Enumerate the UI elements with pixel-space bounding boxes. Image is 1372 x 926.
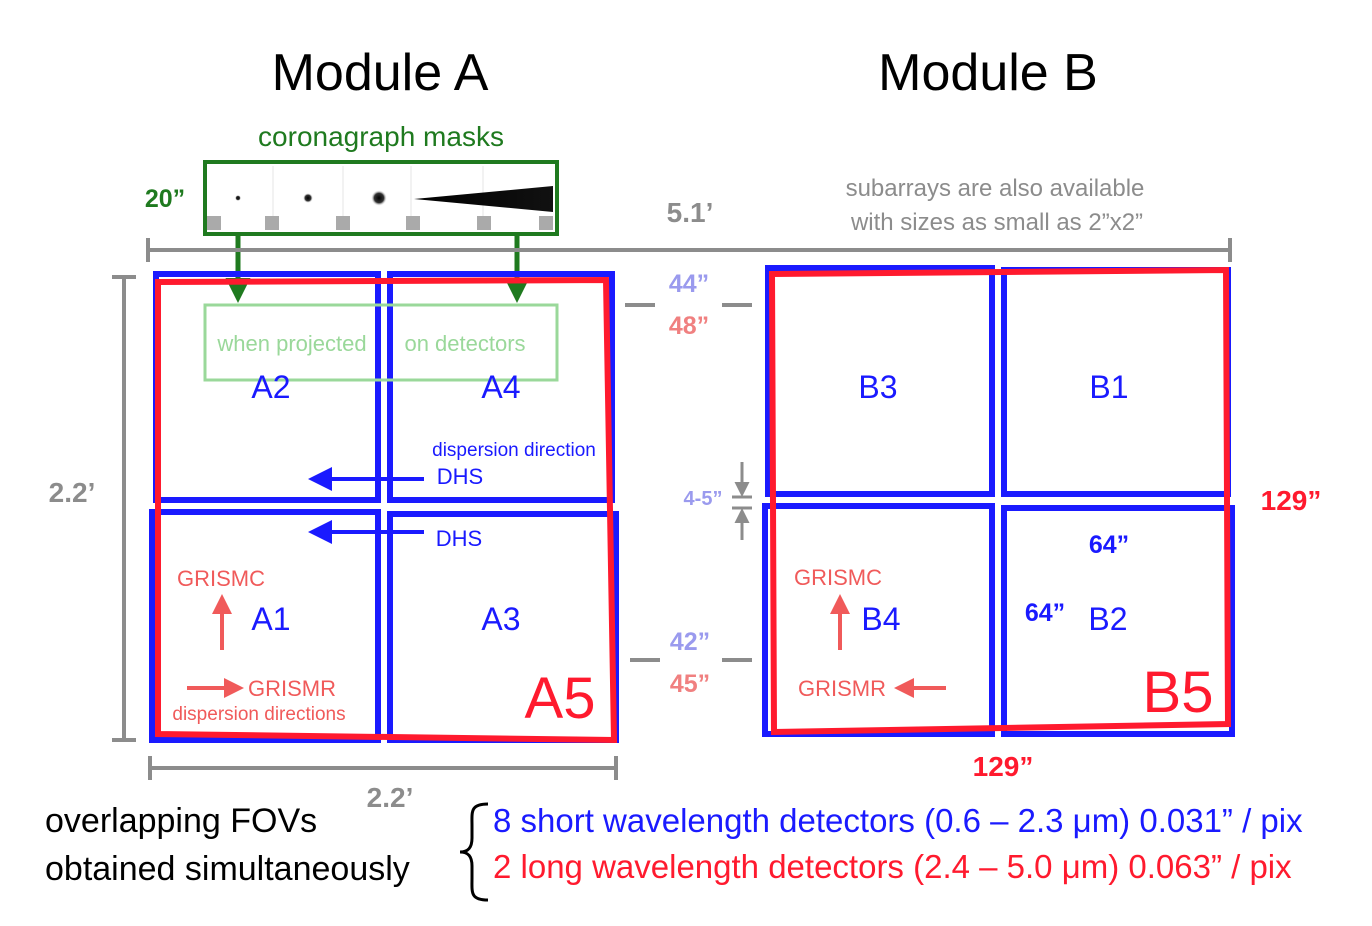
long-wave-legend: 2 long wavelength detectors (2.4 – 5.0 μ… — [493, 848, 1292, 885]
coronagraph-label: coronagraph masks — [258, 121, 504, 152]
detector-b5-label: B5 — [1143, 660, 1214, 725]
gap-bottom-lw-label: 45” — [670, 670, 710, 698]
module-a-short-wave-detectors — [149, 271, 619, 743]
sw-width-label: 64” — [1089, 531, 1129, 559]
detector-b4-label: B4 — [861, 601, 900, 637]
module-b-title: Module B — [878, 44, 1098, 102]
grismc-label-b: GRISMC — [794, 565, 882, 590]
detector-b2-frame — [1001, 505, 1235, 737]
legend-brace — [459, 802, 489, 902]
detector-a1-frame — [149, 509, 381, 743]
detector-a5-label: A5 — [525, 666, 596, 731]
lw-height-label: 129” — [1261, 485, 1322, 516]
detector-a2-label: A2 — [251, 369, 290, 405]
grismr-label-b: GRISMR — [798, 676, 886, 701]
coronagraph-mask-strip — [203, 160, 559, 236]
detector-gap-dimension — [732, 462, 752, 540]
module-a-title: Module A — [272, 44, 489, 102]
dispersion-directions-label: dispersion directions — [172, 704, 345, 725]
projected-label-1: when projected — [216, 331, 366, 356]
gap-top-sw-label: 44” — [669, 270, 709, 298]
module-a-height-label: 2.2’ — [49, 477, 96, 508]
gap-bottom-sw-label: 42” — [670, 628, 710, 656]
projection-arrows — [225, 236, 530, 303]
coronagraph-size-label: 20” — [145, 185, 185, 213]
detector-a1-label: A1 — [251, 601, 290, 637]
detector-b3-label: B3 — [858, 369, 897, 405]
lw-width-label: 129” — [973, 751, 1034, 782]
dispersion-direction-label: dispersion direction — [432, 440, 596, 461]
grismr-label-a: GRISMR — [248, 676, 336, 701]
module-a-height-dimension — [112, 275, 136, 742]
detector-b4-frame — [762, 503, 995, 737]
module-a-width-label: 2.2’ — [367, 782, 414, 813]
total-width-dimension-line — [146, 238, 1232, 262]
detector-b1-label: B1 — [1089, 369, 1128, 405]
detector-b2-label: B2 — [1088, 601, 1127, 637]
module-a-width-dimension — [148, 756, 618, 780]
projected-label-2: on detectors — [404, 331, 525, 356]
detector-b3-frame — [765, 265, 995, 497]
gap-top-lw-label: 48” — [669, 312, 709, 340]
detector-a4-label: A4 — [481, 369, 520, 405]
short-wave-legend: 8 short wavelength detectors (0.6 – 2.3 … — [493, 802, 1303, 839]
subarray-note-line1: subarrays are also available — [846, 175, 1145, 202]
grismc-label-a: GRISMC — [177, 566, 265, 591]
detector-a5-frame — [155, 276, 618, 744]
detector-gap-label: 4-5” — [684, 488, 723, 510]
detector-a4-frame — [387, 271, 615, 503]
detector-a3-label: A3 — [481, 601, 520, 637]
sw-height-label: 64” — [1025, 599, 1065, 627]
dhs-label-upper: DHS — [437, 464, 483, 489]
fov-note-line1: overlapping FOVs — [45, 802, 317, 840]
dhs-label-lower: DHS — [436, 526, 482, 551]
detector-b5-frame — [768, 266, 1232, 736]
fov-note-line2: obtained simultaneously — [45, 850, 410, 888]
subarray-note-line2: with sizes as small as 2”x2” — [850, 209, 1143, 236]
projected-mask-outline — [203, 303, 559, 382]
total-width-label: 5.1’ — [667, 197, 714, 228]
